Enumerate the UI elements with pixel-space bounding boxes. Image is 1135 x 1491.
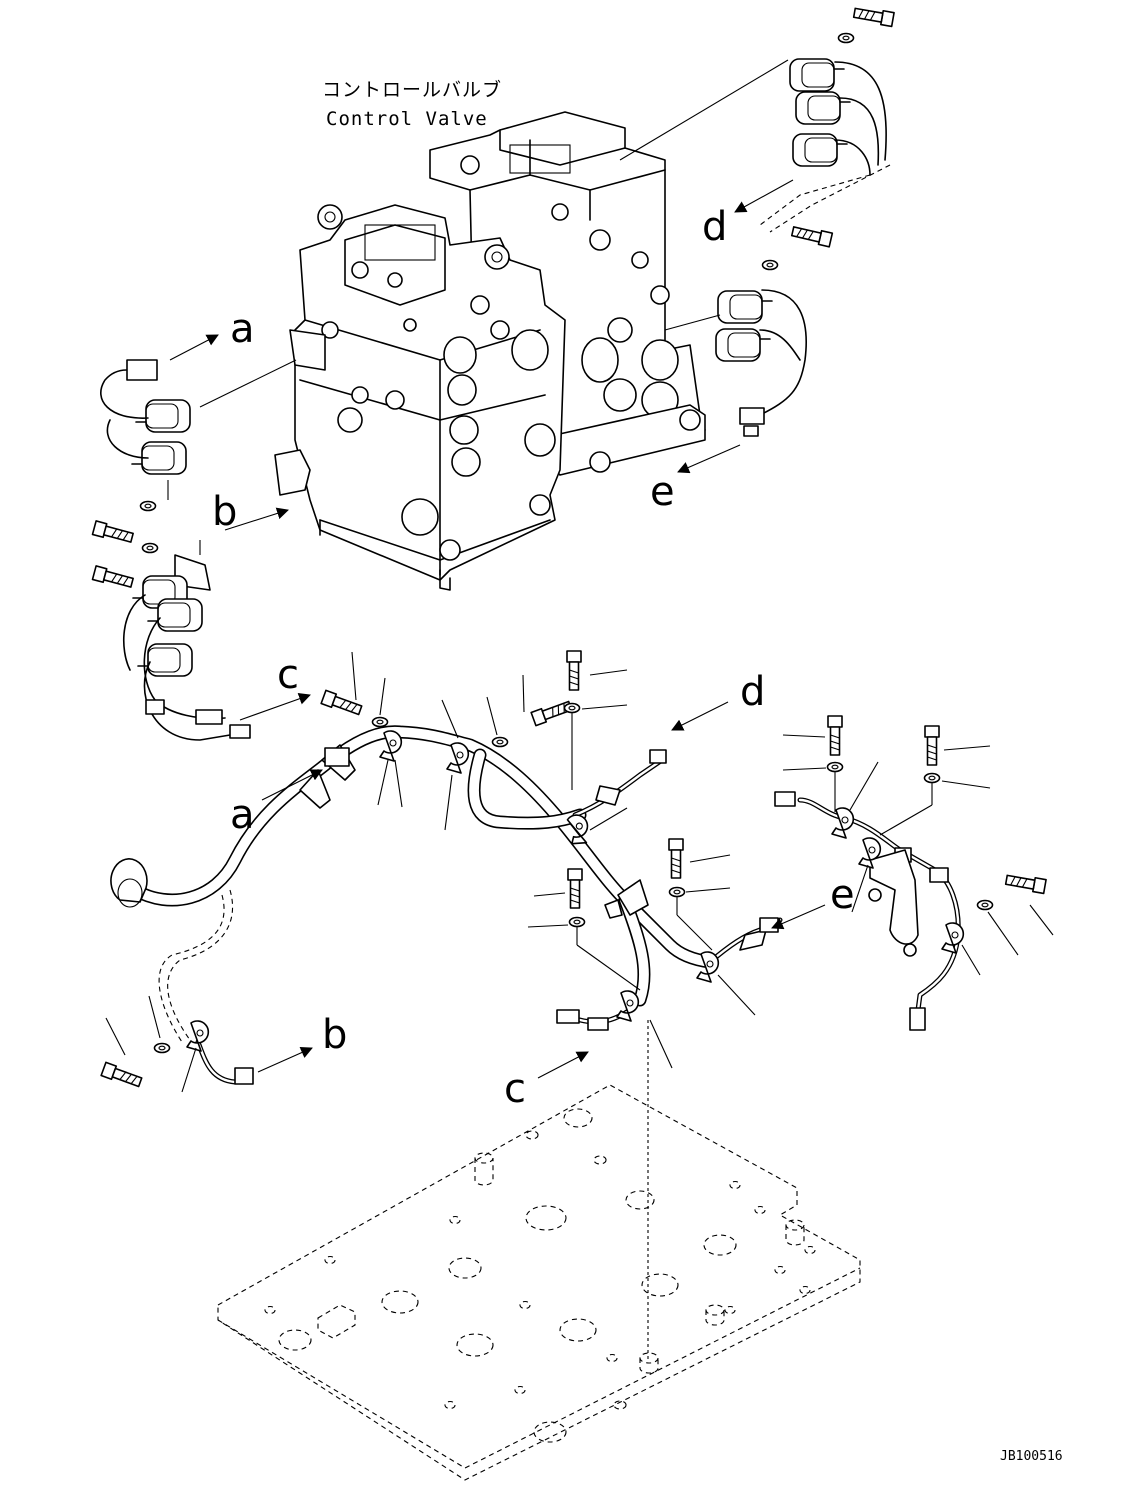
- label-e-top: e: [650, 469, 675, 515]
- main-harness: [110, 725, 965, 1085]
- title-english: Control Valve: [326, 108, 488, 130]
- harness-arrows: a d e b c: [230, 669, 855, 1112]
- base-plate: [217, 1084, 861, 1481]
- label-b-top: b: [212, 489, 237, 535]
- solenoid-group-d: d: [619, 5, 895, 250]
- solenoid-group-a: a: [91, 306, 297, 546]
- leader-lines: [105, 651, 1054, 1093]
- label-c-bottom: c: [504, 1066, 526, 1112]
- drawing-code: JB100516: [1000, 1449, 1063, 1464]
- label-d-bottom: d: [740, 669, 765, 715]
- label-c-top: c: [277, 652, 299, 698]
- label-e-bottom: e: [830, 872, 855, 918]
- control-valve-assembly: [274, 111, 706, 591]
- label-a-bottom: a: [230, 792, 255, 838]
- label-a-top: a: [230, 306, 255, 352]
- label-b-bottom: b: [322, 1012, 347, 1058]
- title-japanese: コントロールバルブ: [322, 78, 502, 101]
- harness-fasteners: [100, 650, 1047, 1360]
- solenoid-group-e: e: [650, 223, 834, 515]
- label-d-top: d: [702, 204, 727, 250]
- solenoid-group-b: b c: [91, 489, 311, 741]
